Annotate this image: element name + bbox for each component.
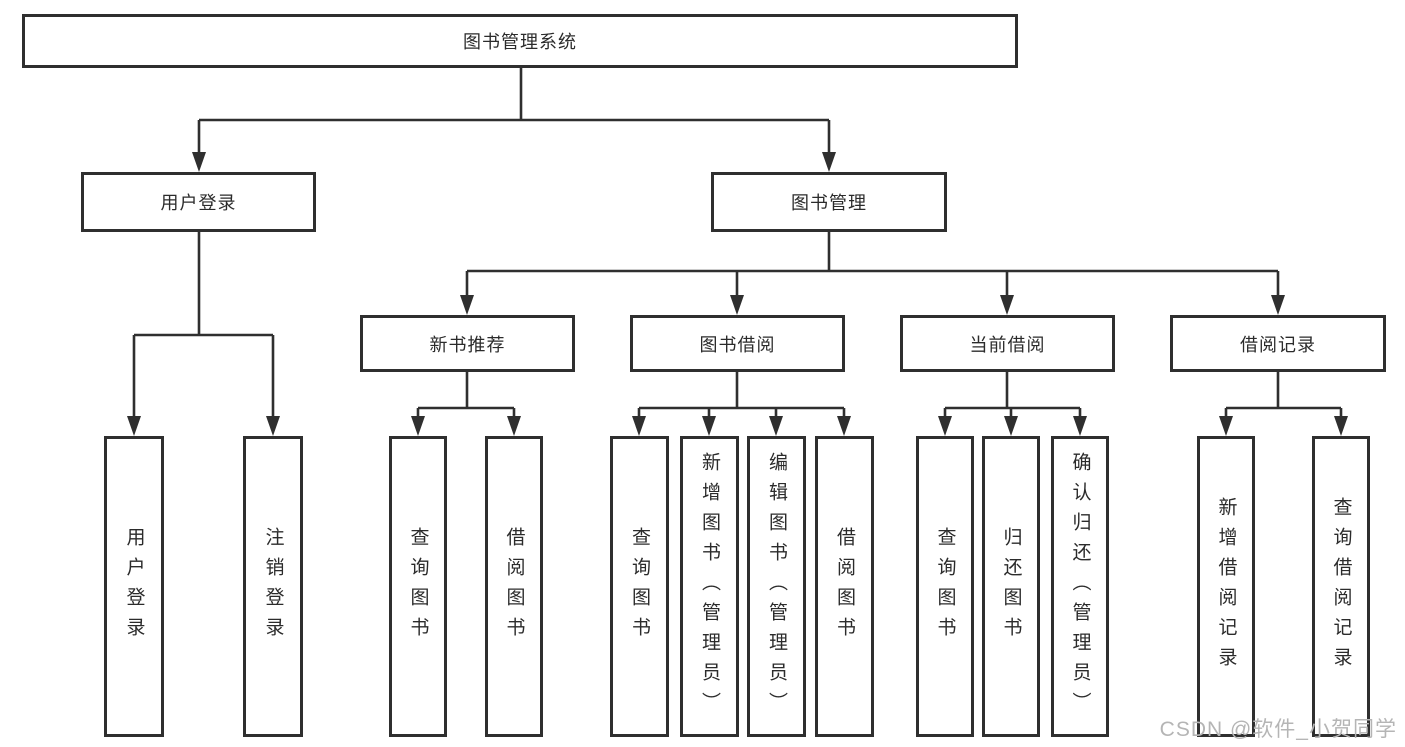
node-label: 新书推荐 xyxy=(429,334,506,355)
leaf-add-book-admin: 新增图书（管理员） xyxy=(680,436,739,737)
node-label: 编辑图书（管理员） xyxy=(766,451,787,722)
node-label: 借阅图书 xyxy=(503,526,525,647)
node-library-management-system: 图书管理系统 xyxy=(22,14,1018,68)
node-label: 图书管理 xyxy=(791,193,867,213)
arrowheads xyxy=(127,152,1348,436)
node-borrow-records: 借阅记录 xyxy=(1170,315,1386,372)
leaf-query-books-recommend: 查询图书 xyxy=(389,436,447,737)
leaf-edit-book-admin: 编辑图书（管理员） xyxy=(747,436,806,737)
leaf-borrow-books: 借阅图书 xyxy=(815,436,874,737)
leaf-query-books-borrow: 查询图书 xyxy=(610,436,669,737)
leaf-confirm-return-admin: 确认归还（管理员） xyxy=(1051,436,1109,737)
node-new-book-recommend: 新书推荐 xyxy=(360,315,575,372)
node-label: 借阅图书 xyxy=(834,526,855,647)
node-label: 查询图书 xyxy=(934,526,956,647)
node-book-borrow: 图书借阅 xyxy=(630,315,845,372)
node-label: 查询图书 xyxy=(629,526,650,647)
node-label: 借阅记录 xyxy=(1240,334,1316,355)
node-label: 新增图书（管理员） xyxy=(699,451,720,722)
node-label: 归还图书 xyxy=(1000,526,1022,647)
leaf-add-borrow-record: 新增借阅记录 xyxy=(1197,436,1255,737)
node-book-management: 图书管理 xyxy=(711,172,947,232)
node-label: 当前借阅 xyxy=(969,334,1046,355)
node-label: 确认归还（管理员） xyxy=(1069,451,1091,722)
node-label: 新增借阅记录 xyxy=(1215,496,1237,677)
node-label: 查询图书 xyxy=(407,526,429,647)
csdn-watermark: CSDN @软件_小贺同学 xyxy=(1159,718,1397,741)
leaf-return-books: 归还图书 xyxy=(982,436,1040,737)
leaf-user-login: 用户登录 xyxy=(104,436,164,737)
node-label: 用户登录 xyxy=(123,526,145,647)
node-label: 图书管理系统 xyxy=(463,32,577,52)
leaf-borrow-books-recommend: 借阅图书 xyxy=(485,436,543,737)
node-label: 用户登录 xyxy=(160,193,237,213)
node-label: 查询借阅记录 xyxy=(1330,496,1352,677)
leaf-query-books-current: 查询图书 xyxy=(916,436,974,737)
leaf-logout: 注销登录 xyxy=(243,436,303,737)
node-label: 图书借阅 xyxy=(699,334,776,355)
leaf-query-borrow-record: 查询借阅记录 xyxy=(1312,436,1370,737)
node-current-borrow: 当前借阅 xyxy=(900,315,1115,372)
node-user-login: 用户登录 xyxy=(81,172,316,232)
node-label: 注销登录 xyxy=(262,526,284,647)
